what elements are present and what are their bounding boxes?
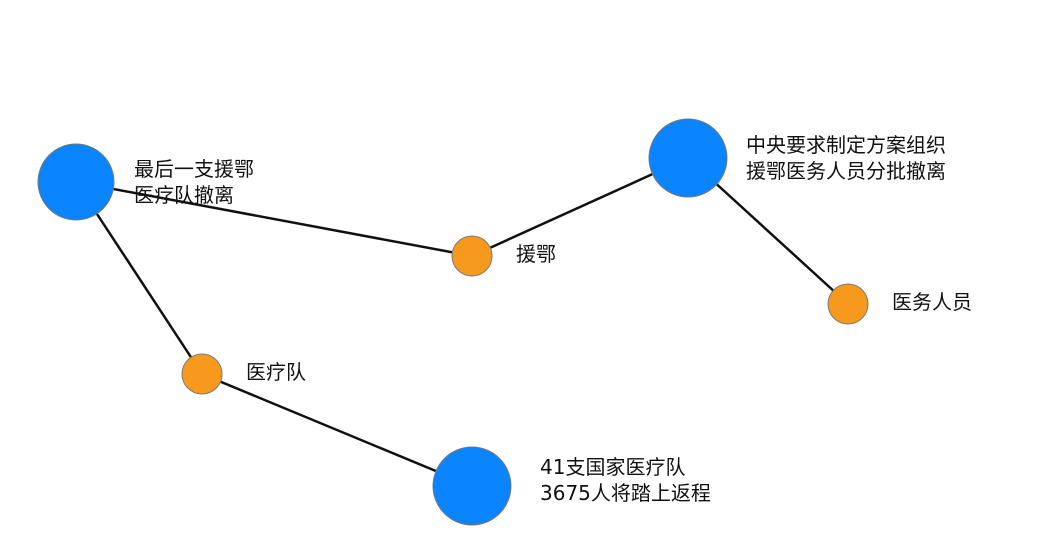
node-n3[interactable]: 中央要求制定方案组织援鄂医务人员分批撤离 [648, 118, 946, 198]
node-label: 中央要求制定方案组织援鄂医务人员分批撤离 [746, 133, 946, 183]
edge-n1-n2 [75, 180, 473, 258]
node-label-line: 中央要求制定方案组织 [746, 133, 946, 157]
node-label: 医疗队 [246, 360, 306, 384]
event-node-circle[interactable] [37, 143, 115, 221]
node-n2[interactable]: 援鄂 [451, 235, 556, 277]
keyword-node-circle[interactable] [451, 235, 493, 277]
node-label-line: 医务人员 [892, 290, 972, 314]
event-node-circle[interactable] [432, 446, 512, 526]
node-label-line: 3675人将踏上返程 [540, 481, 711, 505]
node-label: 援鄂 [516, 242, 556, 266]
keyword-node-circle[interactable] [827, 283, 869, 325]
node-label-line: 医疗队撤离 [134, 183, 234, 207]
node-label-line: 最后一支援鄂 [134, 157, 254, 181]
edge-n2-n3 [471, 156, 689, 258]
node-n4[interactable]: 医务人员 [827, 283, 972, 325]
node-label-line: 医疗队 [246, 360, 306, 384]
node-label: 最后一支援鄂医疗队撤离 [134, 157, 254, 207]
edges-layer [74, 156, 849, 488]
event-node-circle[interactable] [648, 118, 728, 198]
node-label-line: 41支国家医疗队 [540, 455, 685, 479]
keyword-node-circle[interactable] [181, 353, 223, 395]
node-label: 医务人员 [892, 290, 972, 314]
node-label-line: 援鄂 [516, 242, 556, 266]
node-n1[interactable]: 最后一支援鄂医疗队撤离 [37, 143, 254, 221]
edge-n5-n6 [201, 372, 473, 488]
node-label-line: 援鄂医务人员分批撤离 [746, 159, 946, 183]
nodes-layer: 最后一支援鄂医疗队撤离援鄂中央要求制定方案组织援鄂医务人员分批撤离医务人员医疗队… [37, 118, 972, 526]
node-n5[interactable]: 医疗队 [181, 353, 306, 395]
